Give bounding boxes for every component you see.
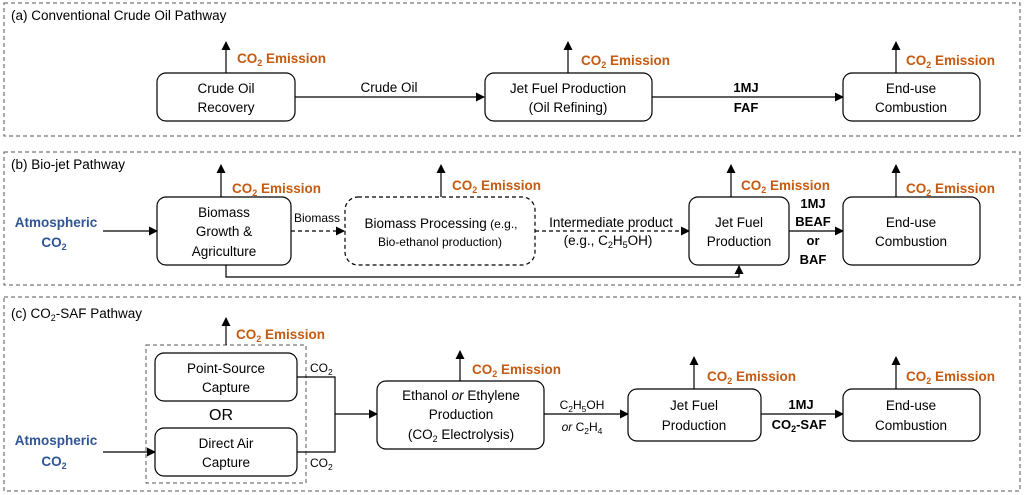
end-use-line2: Combustion — [875, 418, 947, 433]
beaf-label-line3: or — [807, 233, 820, 248]
ethanol-production-line2: Production — [429, 407, 494, 422]
jet-fuel-refining-line1: Jet Fuel Production — [510, 81, 626, 96]
jet-fuel-refining-line2: (Oil Refining) — [529, 100, 608, 115]
panel-c-border — [3, 296, 1021, 492]
jet-fuel-production-line2: Production — [662, 418, 727, 433]
panel-a-title: (a) Conventional Crude Oil Pathway — [11, 8, 227, 23]
end-use-box-c — [842, 388, 981, 442]
atmospheric-label-line1: Atmospheric — [15, 433, 98, 448]
saf-label-line1: 1MJ — [788, 397, 813, 412]
emission-label: CO2 Emission — [472, 362, 561, 379]
emission-label: CO2 Emission — [707, 369, 796, 386]
emission-label: CO2 Emission — [452, 178, 541, 195]
emission-label: CO2 Emission — [581, 53, 670, 70]
saf-label-line2: CO2-SAF — [772, 417, 827, 434]
end-use-line2: Combustion — [875, 234, 947, 249]
direct-air-line1: Direct Air — [199, 436, 254, 451]
panel-b-border — [3, 151, 1021, 286]
jet-fuel-production-line1: Jet Fuel — [670, 398, 718, 413]
ethanol-production-line3: (CO2 Electrolysis) — [408, 427, 514, 444]
point-source-line1: Point-Source — [187, 361, 265, 376]
co2-label-top: CO2 — [310, 361, 333, 377]
faf-label-line1: 1MJ — [733, 80, 758, 95]
emission-label: CO2 Emission — [237, 51, 326, 68]
co2-merge-lines — [297, 376, 336, 453]
beaf-label-line1: 1MJ — [800, 196, 825, 211]
ethanol-production-line1: Ethanol or Ethylene — [402, 388, 520, 403]
jet-fuel-production-box-b — [688, 196, 790, 266]
jet-fuel-production-box-c — [627, 388, 762, 442]
emission-label: CO2 Emission — [236, 327, 325, 344]
biomass-processing-box — [344, 196, 536, 266]
biomass-flow-label: Biomass — [294, 211, 340, 225]
end-use-line2: Combustion — [875, 100, 947, 115]
crude-oil-recovery-line1: Crude Oil — [197, 81, 254, 96]
emission-label: CO2 Emission — [232, 181, 321, 198]
panel-a-border — [3, 2, 1021, 137]
biomass-growth-line1: Biomass — [198, 205, 250, 220]
end-use-box-b — [842, 196, 981, 266]
jet-fuel-production-line2: Production — [707, 234, 772, 249]
crude-oil-flow-label: Crude Oil — [360, 80, 417, 95]
atmospheric-label-line2: CO2 — [41, 454, 66, 471]
beaf-label-line4: BAF — [800, 252, 827, 267]
emission-label: CO2 Emission — [906, 53, 995, 70]
direct-air-line2: Capture — [202, 455, 250, 470]
biomass-processing-line1: Biomass Processing (e.g., — [365, 216, 518, 231]
intermediate-label-line2: (e.g., C2H5OH) — [564, 233, 653, 250]
product-label-line1: C2H5OH — [560, 398, 605, 414]
product-label-line2: or C2H4 — [562, 420, 603, 436]
panel-c: (c) CO2-SAF Pathway Atmospheric CO2 CO2 … — [3, 296, 1021, 492]
end-use-line1: End-use — [886, 215, 936, 230]
end-use-box-a — [842, 72, 981, 122]
intermediate-label-line1: Intermediate product — [549, 215, 673, 230]
faf-label-line2: FAF — [734, 100, 759, 115]
beaf-label-line2: BEAF — [795, 214, 830, 229]
biomass-growth-line2: Growth & — [196, 224, 252, 239]
panel-a: (a) Conventional Crude Oil Pathway Crude… — [3, 2, 1021, 137]
emission-label: CO2 Emission — [906, 369, 995, 386]
jet-fuel-production-line1: Jet Fuel — [715, 215, 763, 230]
emission-label: CO2 Emission — [741, 178, 830, 195]
end-use-line1: End-use — [886, 81, 936, 96]
end-use-line1: End-use — [886, 398, 936, 413]
panel-c-title: (c) CO2-SAF Pathway — [11, 306, 142, 323]
or-label: OR — [209, 407, 233, 424]
biomass-growth-line3: Agriculture — [192, 244, 257, 259]
co2-label-bottom: CO2 — [310, 456, 333, 472]
point-source-line2: Capture — [202, 380, 250, 395]
emission-label: CO2 Emission — [906, 181, 995, 198]
panel-b-title: (b) Bio-jet Pathway — [11, 157, 125, 172]
biomass-bypass-arrow — [225, 265, 744, 278]
biomass-processing-line2: Bio-ethanol production) — [378, 235, 502, 249]
panel-b: (b) Bio-jet Pathway Atmospheric CO2 Biom… — [3, 151, 1021, 286]
atmospheric-label-line2: CO2 — [41, 235, 66, 252]
crude-oil-recovery-line2: Recovery — [197, 100, 254, 115]
atmospheric-label-line1: Atmospheric — [15, 215, 98, 230]
